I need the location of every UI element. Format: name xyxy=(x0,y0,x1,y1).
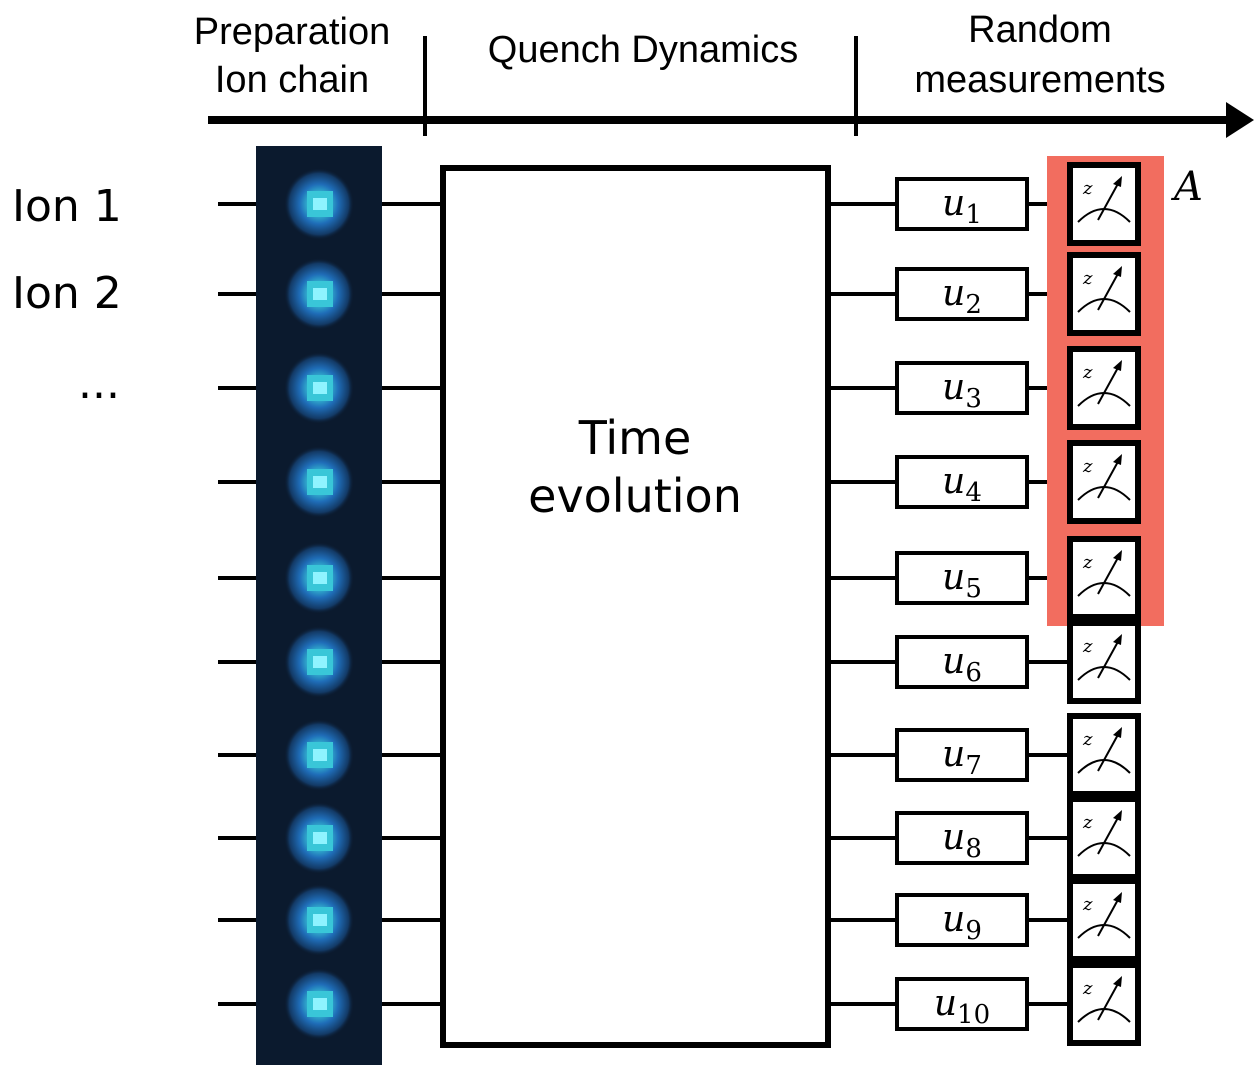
trapped-ion-icon xyxy=(284,802,354,874)
unitary-gate: u1 xyxy=(895,177,1029,231)
header: Preparation Ion chain Quench Dynamics Ra… xyxy=(194,9,1166,101)
stage-preparation-line2: Ion chain xyxy=(215,59,369,101)
measurement-meters: z z z z z z z z z z xyxy=(1067,162,1141,1046)
meter-axis-label: z xyxy=(1082,894,1093,915)
meter-axis-label: z xyxy=(1082,362,1093,383)
meter-axis-label: z xyxy=(1082,812,1093,833)
unitary-gate: u9 xyxy=(895,893,1029,947)
random-unitaries: u1 u2 u3 u4 u5 u6 u7 u8 u9 u10 xyxy=(895,177,1029,1031)
ion-label-1: Ion 1 xyxy=(12,181,122,232)
unitary-label: u6 xyxy=(942,641,982,688)
unitary-gate: u4 xyxy=(895,455,1029,509)
meter-axis-label: z xyxy=(1082,729,1093,750)
time-evolution-line1: Time xyxy=(578,411,692,465)
meter-axis-label: z xyxy=(1082,636,1093,657)
meter-axis-label: z xyxy=(1082,268,1093,289)
meter-axis-label: z xyxy=(1082,978,1093,999)
unitary-label: u9 xyxy=(942,899,982,946)
ellipsis: ... xyxy=(78,358,120,409)
unitary-gate: u2 xyxy=(895,267,1029,321)
unitary-gate: u10 xyxy=(895,977,1029,1031)
stage-random-line1: Random xyxy=(968,9,1112,51)
trapped-ion-icon xyxy=(284,258,354,330)
measurement-meter-icon: z xyxy=(1067,536,1141,620)
trapped-ion-icon xyxy=(284,542,354,614)
ion-labels: Ion 1 Ion 2 ... xyxy=(12,181,122,409)
unitary-gate: u8 xyxy=(895,811,1029,865)
trapped-ion-icon xyxy=(284,968,354,1040)
trapped-ion-icon xyxy=(284,352,354,424)
stage-preparation-line1: Preparation xyxy=(194,11,390,53)
time-evolution-box: Time evolution xyxy=(440,165,831,1048)
ion-chain-image xyxy=(256,146,382,1065)
time-evolution-line2: evolution xyxy=(528,469,742,523)
time-axis-arrow-icon xyxy=(208,36,1254,138)
unitary-gate: u6 xyxy=(895,635,1029,689)
measurement-meter-icon: z xyxy=(1067,346,1141,430)
measurement-meter-icon: z xyxy=(1067,162,1141,246)
unitary-gate: u3 xyxy=(895,361,1029,415)
trapped-ion-icon xyxy=(284,446,354,518)
ion-label-2: Ion 2 xyxy=(12,268,122,319)
meter-axis-label: z xyxy=(1082,456,1093,477)
subsystem-label: A xyxy=(1170,164,1203,210)
measurement-meter-icon: z xyxy=(1067,620,1141,704)
measurement-meter-icon: z xyxy=(1067,713,1141,797)
unitary-gate: u7 xyxy=(895,728,1029,782)
measurement-meter-icon: z xyxy=(1067,440,1141,524)
trapped-ion-icon xyxy=(284,719,354,791)
unitary-label: u1 xyxy=(942,183,982,230)
unitary-gate: u5 xyxy=(895,551,1029,605)
measurement-meter-icon: z xyxy=(1067,796,1141,880)
trapped-ion-icon xyxy=(284,626,354,698)
measurement-meter-icon: z xyxy=(1067,252,1141,336)
trapped-ion-icon xyxy=(284,884,354,956)
measurement-meter-icon: z xyxy=(1067,962,1141,1046)
stage-random-line2: measurements xyxy=(914,59,1165,101)
measurement-meter-icon: z xyxy=(1067,878,1141,962)
meter-axis-label: z xyxy=(1082,552,1093,573)
trapped-ion-icon xyxy=(284,168,354,240)
meter-axis-label: z xyxy=(1082,178,1093,199)
unitary-label: u5 xyxy=(942,557,982,604)
stage-quench-dynamics: Quench Dynamics xyxy=(488,29,798,71)
